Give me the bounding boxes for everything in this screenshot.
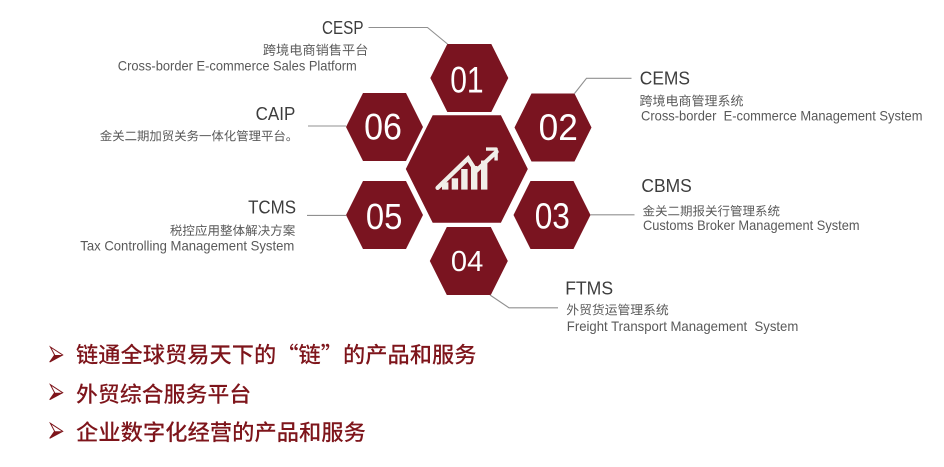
- svg-text:Freight Transport Management: Freight Transport Management System: [567, 318, 799, 334]
- svg-text:CEMS: CEMS: [640, 68, 690, 88]
- svg-text:CESP: CESP: [322, 18, 364, 38]
- svg-text:TCMS: TCMS: [248, 197, 296, 217]
- svg-text:Customs Broker Management Syst: Customs Broker Management System: [643, 217, 860, 233]
- svg-text:CBMS: CBMS: [641, 176, 691, 196]
- svg-text:Tax Controlling Management Sys: Tax Controlling Management System: [80, 237, 294, 253]
- svg-text:06: 06: [364, 106, 402, 148]
- svg-text:CAIP: CAIP: [256, 104, 296, 124]
- svg-text:Cross-border E-commerce Sales: Cross-border E-commerce Sales Platform: [118, 58, 357, 74]
- svg-text:04: 04: [451, 246, 483, 278]
- svg-text:FTMS: FTMS: [565, 279, 613, 299]
- svg-text:01: 01: [450, 59, 483, 100]
- svg-text:05: 05: [366, 196, 403, 237]
- svg-text:Cross-border E-commerce Manag: Cross-border E-commerce Management Syste…: [641, 108, 923, 124]
- svg-text:02: 02: [539, 107, 578, 148]
- svg-text:03: 03: [535, 196, 570, 237]
